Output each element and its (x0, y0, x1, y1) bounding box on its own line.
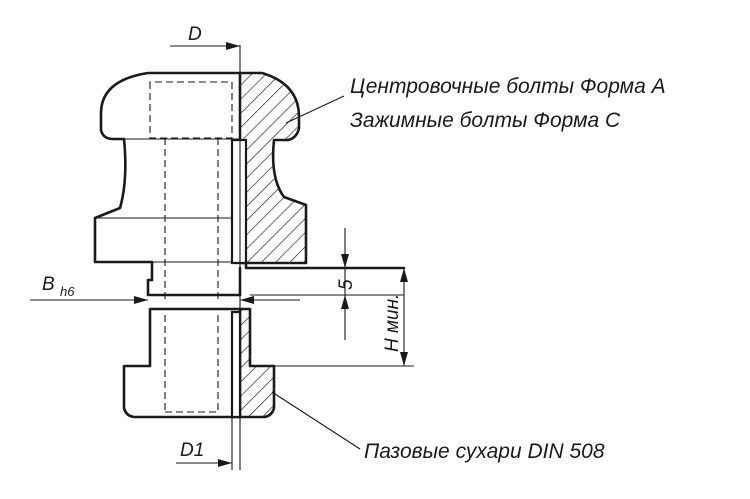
d-label: D (188, 24, 202, 45)
gap-arrow-bottom (341, 295, 349, 309)
d1-label: D1 (180, 440, 204, 461)
d-arrow (226, 42, 240, 50)
dimension-gap: 5 (250, 228, 404, 340)
callout-slot-nuts: Пазовые сухари DIN 508 (364, 440, 605, 463)
hidden-screw-shank (164, 138, 219, 300)
b-tolerance-label: h6 (60, 284, 75, 299)
callout-clamping-bolts: Зажимные болты Форма С (350, 109, 621, 132)
dimension-h-min: H мин. (274, 268, 414, 367)
dimension-d: D (170, 24, 240, 50)
gap-label: 5 (336, 279, 357, 290)
bolt-section-hatch (238, 71, 308, 265)
nut-thread-hidden (164, 315, 219, 413)
h-label: H мин. (382, 294, 403, 352)
callout-centering-bolts: Центровочные болты Форма А (350, 75, 666, 98)
slot-nut (122, 307, 276, 419)
gap-arrow-top (341, 254, 349, 268)
dimension-b: B h6 (30, 274, 300, 304)
h-arrow-bottom (400, 352, 408, 366)
nut-bore-gap (230, 310, 242, 419)
dimension-d1: D1 (176, 417, 233, 470)
h-arrow-top (400, 268, 408, 282)
hidden-screw-head (149, 81, 233, 139)
nut-section-hatch (238, 307, 276, 419)
slot-nut-outline (122, 307, 242, 419)
bolt (93, 71, 406, 300)
bolt-outline (93, 71, 242, 297)
b-arrow-left (134, 296, 148, 304)
bolt-flange-step (244, 261, 406, 270)
callouts: Центровочные болты Форма А Зажимные болт… (271, 75, 666, 463)
b-arrow-right (240, 296, 254, 304)
bolt-leader-line (285, 95, 345, 124)
nut-leader-line (271, 391, 361, 450)
b-label: B (42, 274, 55, 295)
d1-arrow (218, 459, 232, 467)
bolt-bore-gap (230, 138, 248, 265)
